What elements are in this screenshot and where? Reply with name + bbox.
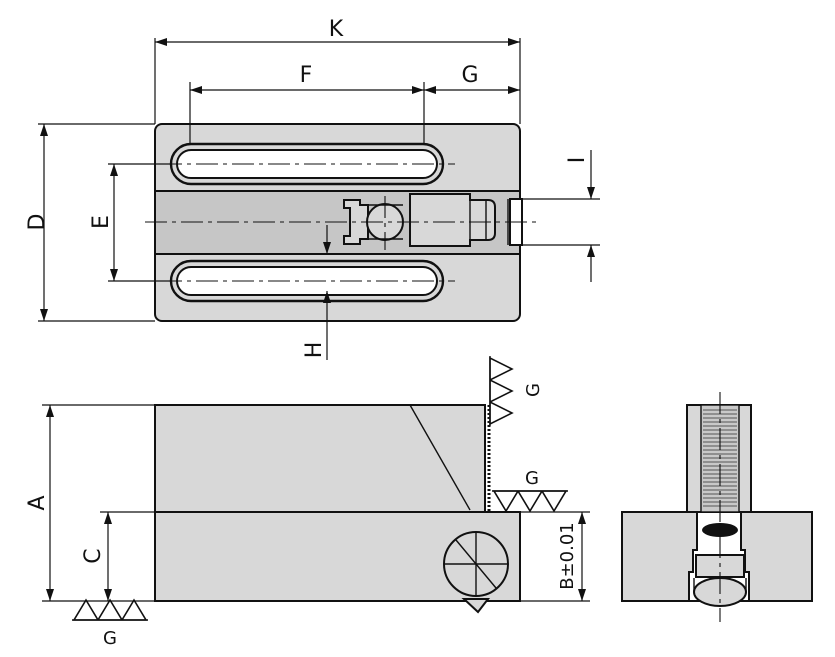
front-view xyxy=(154,404,521,614)
upper-block xyxy=(154,404,486,513)
serrated-face xyxy=(484,405,491,512)
finish-symbol-middle: G xyxy=(492,468,568,513)
side-view xyxy=(621,392,813,622)
label-e: E xyxy=(89,215,114,229)
wedge-edge xyxy=(409,404,471,511)
finish-label-middle: G xyxy=(525,468,539,489)
screw-tip xyxy=(461,598,491,614)
label-b: B±0.01 xyxy=(557,522,578,590)
label-k: K xyxy=(329,17,344,42)
finish-label-bottom: G xyxy=(103,628,117,649)
label-c: C xyxy=(81,548,106,563)
top-view-dimensions: K F G D E I H xyxy=(25,17,600,360)
top-view xyxy=(145,123,540,322)
finish-symbol-vertical: G xyxy=(489,356,544,426)
label-h: H xyxy=(302,342,327,359)
finish-label-top: G xyxy=(523,383,544,397)
slider-body xyxy=(409,193,496,247)
finish-symbol-bottom: G xyxy=(72,598,148,649)
label-i: I xyxy=(565,157,590,164)
label-g: G xyxy=(461,63,478,88)
label-a: A xyxy=(25,495,50,510)
label-f: F xyxy=(300,63,313,88)
label-d: D xyxy=(25,214,50,231)
front-view-dimensions: A C B±0.01 G G G xyxy=(25,356,590,649)
